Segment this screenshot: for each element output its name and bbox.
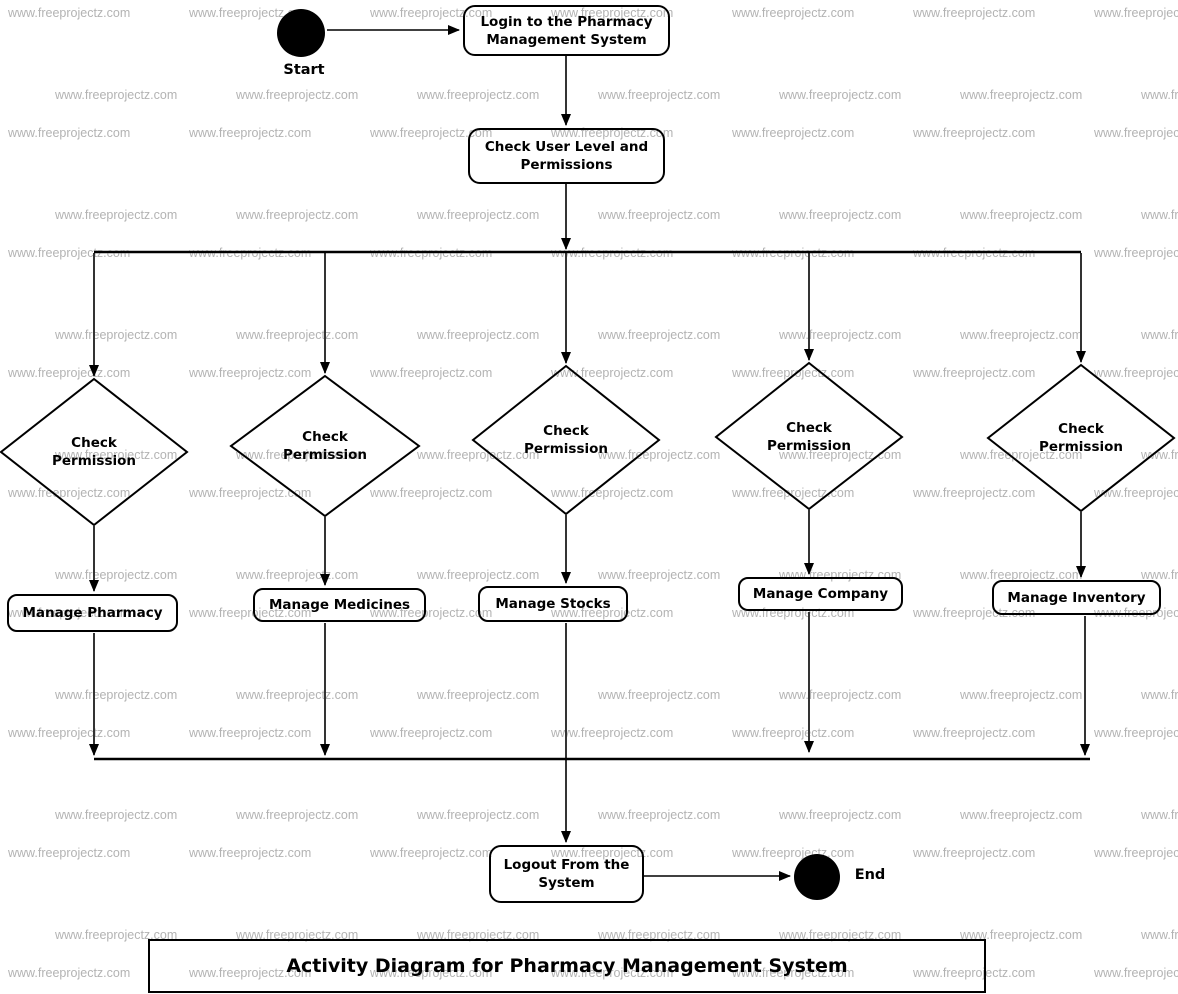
activity-logout: Logout From the System <box>489 845 644 903</box>
decision-diamond-1 <box>0 377 189 527</box>
decision-label-2: Check Permission <box>283 429 367 463</box>
decision-diamond-3 <box>471 364 661 516</box>
decision-diamond-2 <box>229 374 421 518</box>
diagram-title: Activity Diagram for Pharmacy Management… <box>286 955 848 977</box>
decision-label-1: Check Permission <box>52 435 136 469</box>
decision-label-3: Check Permission <box>524 423 608 457</box>
activity-check-user: Check User Level and Permissions <box>468 128 665 184</box>
action-manage-company: Manage Company <box>738 577 903 611</box>
action-manage-medicines: Manage Medicines <box>253 588 426 622</box>
diagram-title-box: Activity Diagram for Pharmacy Management… <box>148 939 986 993</box>
action-manage-pharmacy-label: Manage Pharmacy <box>22 605 163 621</box>
activity-check-user-label: Check User Level and Permissions <box>484 139 649 173</box>
decision-label-5: Check Permission <box>1039 421 1123 455</box>
start-node <box>277 9 325 57</box>
action-manage-inventory-label: Manage Inventory <box>1007 589 1146 606</box>
decision-diamond-5 <box>986 363 1176 513</box>
action-manage-inventory: Manage Inventory <box>992 580 1161 615</box>
decision-diamond-4 <box>714 361 904 511</box>
action-manage-company-label: Manage Company <box>752 586 889 602</box>
action-manage-pharmacy: Manage Pharmacy <box>7 594 178 632</box>
decision-label-4: Check Permission <box>767 420 851 454</box>
activity-logout-label: Logout From the System <box>503 857 630 891</box>
end-label: End <box>854 867 886 883</box>
action-manage-medicines-label: Manage Medicines <box>268 597 411 613</box>
activity-login: Login to the Pharmacy Management System <box>463 5 670 56</box>
action-manage-stocks-label: Manage Stocks <box>495 596 611 612</box>
end-node <box>794 854 840 900</box>
activity-login-label: Login to the Pharmacy Management System <box>480 13 653 48</box>
start-label: Start <box>283 62 325 78</box>
action-manage-stocks: Manage Stocks <box>478 586 628 622</box>
